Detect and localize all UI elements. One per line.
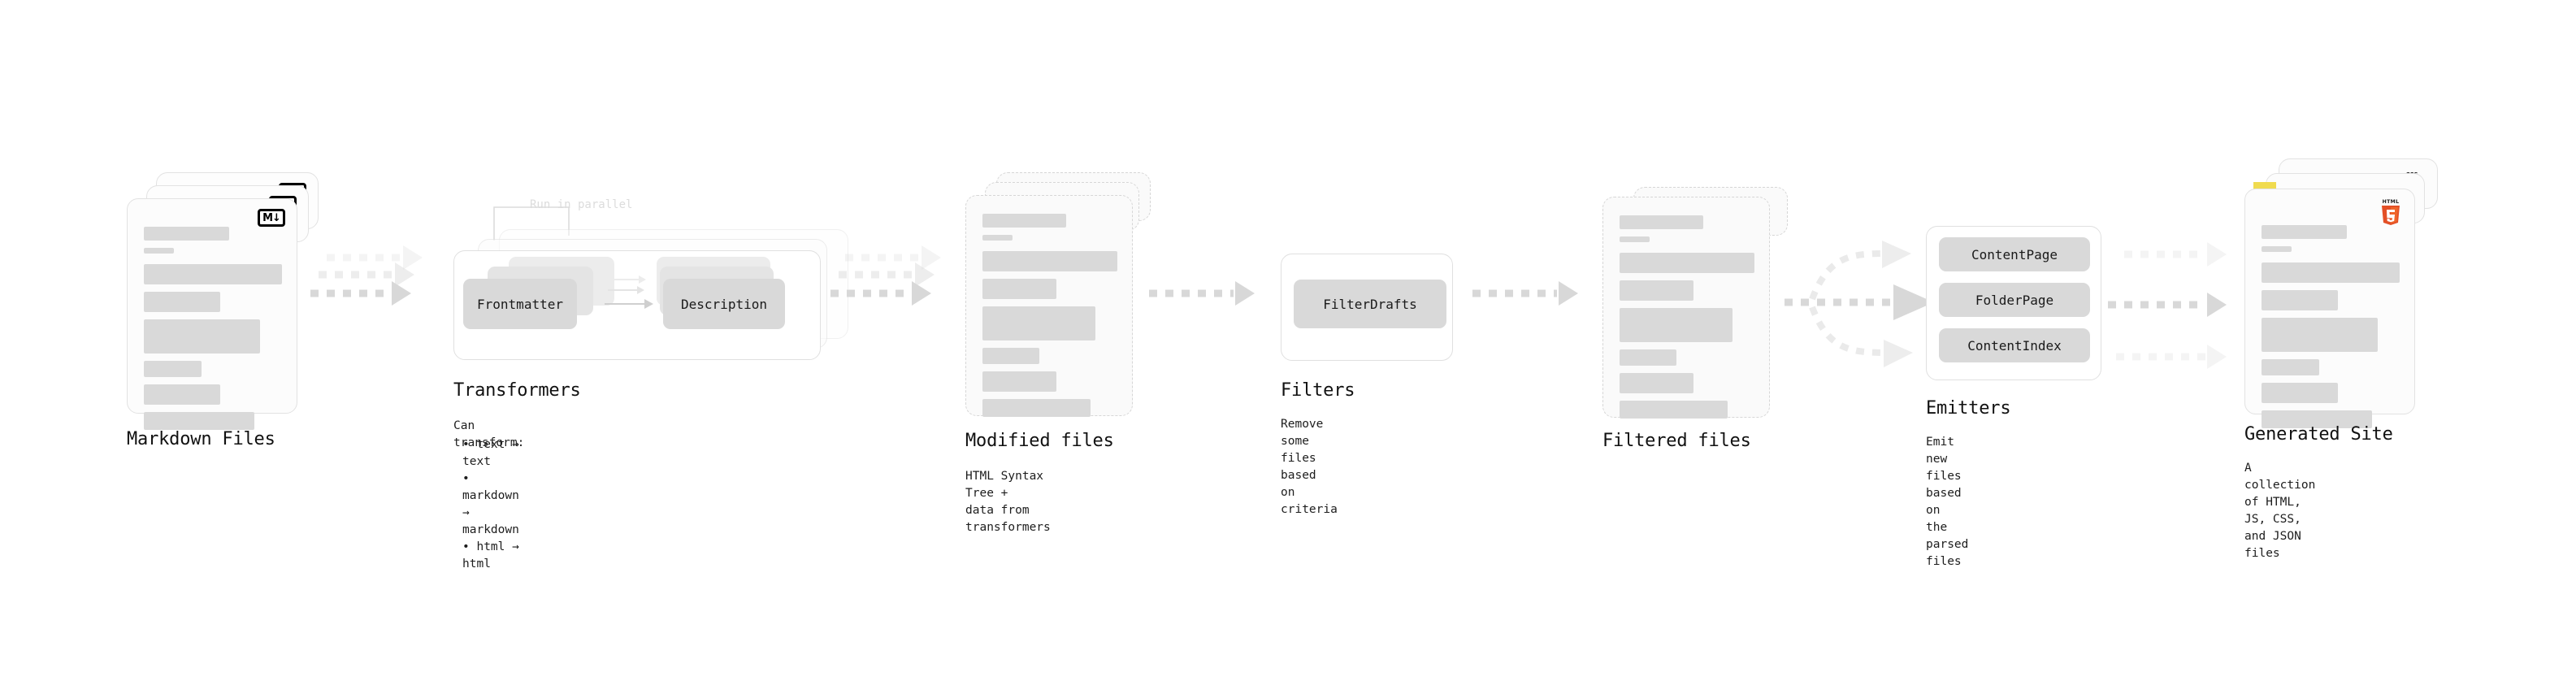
skeleton-row <box>1620 280 1694 301</box>
conn-filters-to-filtered <box>1472 281 1578 306</box>
transformers-title: Transformers <box>453 380 581 401</box>
arrow-head-icon <box>2207 242 2227 267</box>
arrow-dash <box>327 254 401 262</box>
skeleton-row <box>2262 383 2338 403</box>
skeleton-row <box>144 412 254 430</box>
skeleton-row <box>144 292 220 312</box>
arrow-head-icon <box>1235 281 1255 306</box>
skeleton-row <box>144 319 260 354</box>
skeleton-row <box>982 399 1091 417</box>
skeleton-row <box>982 251 1117 271</box>
site-skeleton <box>2262 225 2400 436</box>
arrow-head-icon <box>2207 293 2227 317</box>
skeleton-row <box>144 384 220 405</box>
arrow-dash <box>830 289 910 297</box>
list-item: • text → text <box>462 438 519 469</box>
arrow-head-icon <box>1884 340 1913 367</box>
skeleton-row <box>1620 401 1728 419</box>
emitters-title: Emitters <box>1926 398 2011 419</box>
filter-pill-filterdrafts[interactable]: FilterDrafts <box>1294 280 1446 328</box>
skeleton-row <box>144 264 282 284</box>
arrow-dash <box>2124 250 2205 258</box>
emitters-subtitle: Emit new files based on the parsed files <box>1926 436 1969 569</box>
arrow-dotted <box>2124 242 2227 267</box>
arrow-dash <box>1149 289 1234 297</box>
arrow-dash <box>845 254 920 262</box>
filters-title: Filters <box>1281 380 1355 401</box>
html5-icon: HTML <box>2379 197 2403 228</box>
skeleton-row <box>982 371 1057 392</box>
filtered-files-title: Filtered files <box>1602 431 1751 451</box>
skeleton-subtitle <box>982 235 1013 241</box>
skeleton-title <box>2262 225 2348 239</box>
skeleton-row <box>2262 318 2378 352</box>
arrow-head-icon <box>403 245 423 270</box>
skeleton-row <box>2262 410 2372 428</box>
arrow-head-icon <box>2207 345 2227 369</box>
skeleton-title <box>1620 215 1703 229</box>
generated-site-subtitle: A collection of HTML, JS, CSS, and JSON … <box>2244 462 2316 561</box>
skeleton-row <box>982 348 1039 364</box>
arrow-head-icon <box>1559 281 1578 306</box>
emitter-pill-contentpage[interactable]: ContentPage <box>1939 237 2090 271</box>
run-in-parallel-label: Run in parallel <box>530 198 633 211</box>
arrow-head-icon <box>922 245 941 270</box>
skeleton-row <box>982 306 1096 340</box>
arrow-head-icon <box>392 281 411 306</box>
modified-card-front <box>965 195 1133 417</box>
transformers-subtitle: Can transform: <box>453 419 525 450</box>
filtered-card-front <box>1602 197 1770 419</box>
modified-files-title: Modified files <box>965 431 1114 451</box>
skeleton-subtitle <box>1620 236 1650 242</box>
markdown-badge-front: M↓ <box>258 209 285 227</box>
svg-text:HTML: HTML <box>2383 199 2400 205</box>
list-item: • markdown → markdown <box>462 472 519 537</box>
arrow-dotted <box>845 245 941 270</box>
skeleton-row <box>2262 262 2400 283</box>
arrow-dash <box>839 271 913 279</box>
skeleton-row <box>144 361 202 377</box>
modified-skeleton <box>982 214 1117 424</box>
filters-subtitle: Remove some files based on criteria <box>1281 418 1338 517</box>
list-item: • html → html <box>462 540 519 571</box>
skeleton-row <box>2262 359 2320 375</box>
arrow-head-icon <box>912 281 931 306</box>
arrow-dotted <box>327 245 423 270</box>
arrow-dash <box>310 289 390 297</box>
arrow-dash <box>319 271 393 279</box>
transformer-pill-description[interactable]: Description <box>663 279 785 329</box>
arrow-dotted <box>2108 293 2227 317</box>
arrow-dash <box>1472 289 1557 297</box>
site-card-html: HTML <box>2244 189 2415 428</box>
skeleton-subtitle <box>144 248 175 254</box>
emitter-pill-folderpage[interactable]: FolderPage <box>1939 283 2090 317</box>
skeleton-row <box>2262 290 2338 310</box>
arrow-head-icon <box>1882 241 1911 268</box>
skeleton-row <box>982 279 1057 299</box>
skeleton-subtitle <box>2262 246 2292 252</box>
arrow-dotted <box>830 281 931 306</box>
emitter-pill-contentindex[interactable]: ContentIndex <box>1939 328 2090 362</box>
arrow-dotted <box>310 281 411 306</box>
arrow-dotted <box>2116 345 2227 369</box>
transformers-capability-list: • text → text • markdown → markdown • ht… <box>453 436 519 573</box>
skeleton-row <box>1620 253 1754 273</box>
skeleton-title <box>982 214 1066 228</box>
arrow-dash <box>2108 301 2202 309</box>
markdown-card-front: M↓ <box>127 198 297 430</box>
transformer-pill-frontmatter[interactable]: Frontmatter <box>463 279 577 329</box>
generated-site-title: Generated Site <box>2244 424 2393 445</box>
modified-files-subtitle: HTML Syntax Tree + data from transformer… <box>965 470 1051 535</box>
skeleton-row <box>1620 373 1694 393</box>
skeleton-title <box>144 227 230 241</box>
conn-modified-to-filters <box>1149 281 1255 306</box>
markdown-skeleton <box>144 227 282 437</box>
skeleton-row <box>1620 349 1676 366</box>
filtered-skeleton <box>1620 215 1754 426</box>
markdown-files-title: Markdown Files <box>127 429 275 449</box>
arrow-dash <box>2116 353 2205 361</box>
skeleton-row <box>1620 308 1733 342</box>
